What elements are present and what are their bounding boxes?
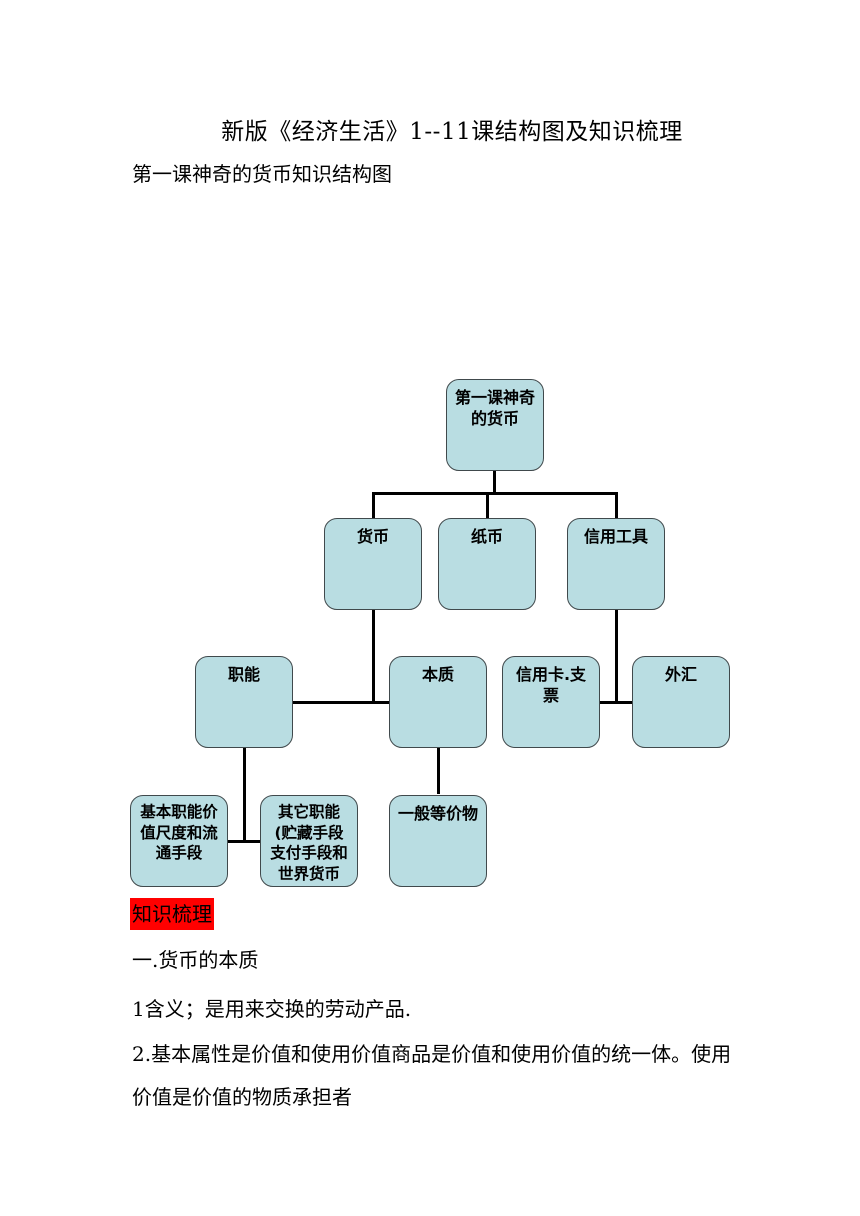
paragraph-item2-line1: 2.基本属性是价值和使用价值商品是价值和使用价值的统一体。使用: [132, 1042, 732, 1066]
connector-line: [243, 748, 246, 842]
node-essence: 本质: [389, 656, 487, 748]
node-other-functions: 其它职能(贮藏手段支付手段和世界货币: [260, 795, 358, 887]
node-root: 第一课神奇的货币: [446, 379, 544, 471]
connector-line: [437, 748, 440, 794]
node-credit-card-check: 信用卡.支票: [502, 656, 600, 748]
lesson-heading: 第一课神奇的货币知识结构图: [132, 162, 392, 186]
connector-line: [372, 492, 618, 495]
node-foreign-exchange: 外汇: [632, 656, 730, 748]
connector-line: [226, 840, 262, 843]
connector-line: [486, 492, 489, 518]
node-currency: 货币: [324, 518, 422, 610]
connector-line: [600, 701, 633, 704]
node-paper-money: 纸币: [438, 518, 536, 610]
connector-line: [615, 609, 618, 703]
connector-line: [493, 471, 496, 493]
node-basic-functions: 基本职能价值尺度和流通手段: [130, 795, 228, 887]
paragraph-item2-line2: 价值是价值的物质承担者: [132, 1085, 352, 1109]
node-general-equivalent: 一般等价物: [389, 795, 487, 887]
node-functions: 职能: [195, 656, 293, 748]
section-heading: 一.货币的本质: [132, 948, 259, 972]
paragraph-item1: 1含义；是用来交换的劳动产品.: [132, 997, 412, 1021]
node-credit-instruments: 信用工具: [567, 518, 665, 610]
connector-line: [372, 492, 375, 518]
doc-title: 新版《经济生活》1--11课结构图及知识梳理: [221, 119, 683, 145]
knowledge-highlight: 知识梳理: [130, 898, 214, 930]
connector-line: [372, 609, 375, 703]
connector-line: [292, 701, 390, 704]
connector-line: [615, 492, 618, 518]
